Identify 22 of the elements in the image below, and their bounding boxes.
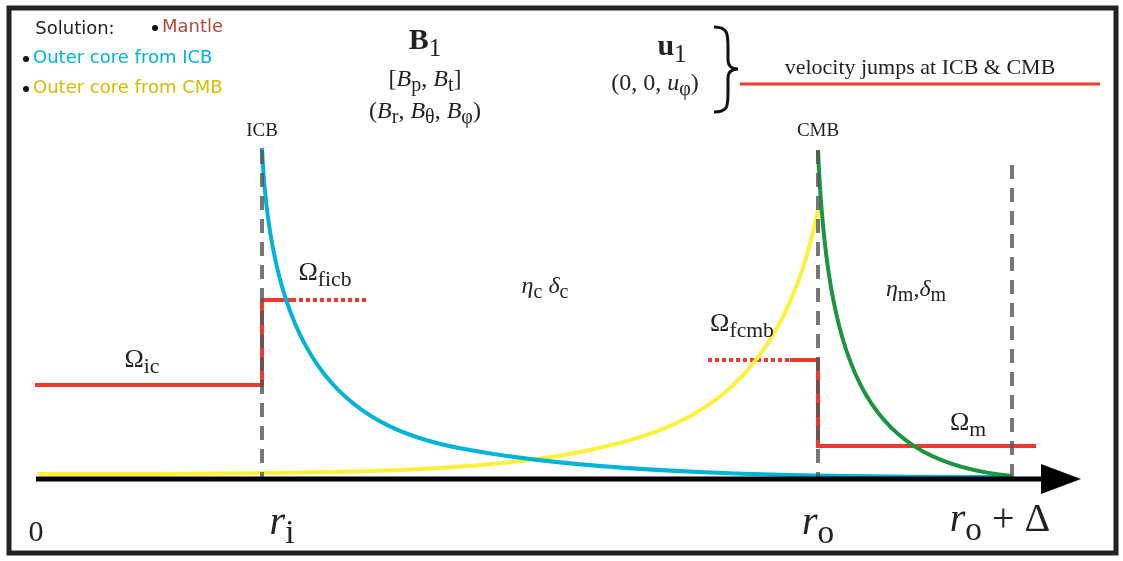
field-components: (B$_{r}$, B$_{θ}$, B$_{φ}$) [369, 96, 481, 128]
region-label: η$_{c}$ δ$_{c}$ [521, 271, 569, 303]
legend-entry: Outer core from CMB [33, 78, 223, 96]
rotation-label: Ω$_{fcmb}$ [710, 309, 774, 343]
axis-tick-label: r$_{o}$ + Δ [949, 496, 1051, 548]
axis-tick-label: r$_{o}$ [801, 499, 835, 551]
field-components: [B$_{p}$, B$_{t}$] [388, 64, 462, 96]
velocity-symbol: u$_{1}$ [657, 28, 687, 68]
legend-entry: Mantle [162, 17, 224, 35]
axis-tick-label: 0 [28, 513, 44, 547]
boundary-label: ICB [246, 119, 278, 141]
velocity-components: (0, 0, u$_{φ}$) [611, 68, 699, 100]
rotation-label: Ω$_{ic}$ [124, 345, 160, 379]
legend-entry: Outer core from ICB [33, 48, 213, 66]
region-label: η$_{m}$,δ$_{m}$ [885, 274, 947, 306]
boundary-label: CMB [796, 119, 840, 141]
annotation-text: velocity jumps at ICB & CMB [784, 54, 1056, 80]
rotation-label: Ω$_{ficb}$ [298, 258, 352, 292]
axis-tick-label: r$_{i}$ [269, 499, 295, 551]
legend-heading: Solution: [35, 18, 115, 38]
rotation-label: Ω$_{m}$ [949, 408, 987, 442]
field-symbol: B$_{1}$ [408, 22, 442, 62]
